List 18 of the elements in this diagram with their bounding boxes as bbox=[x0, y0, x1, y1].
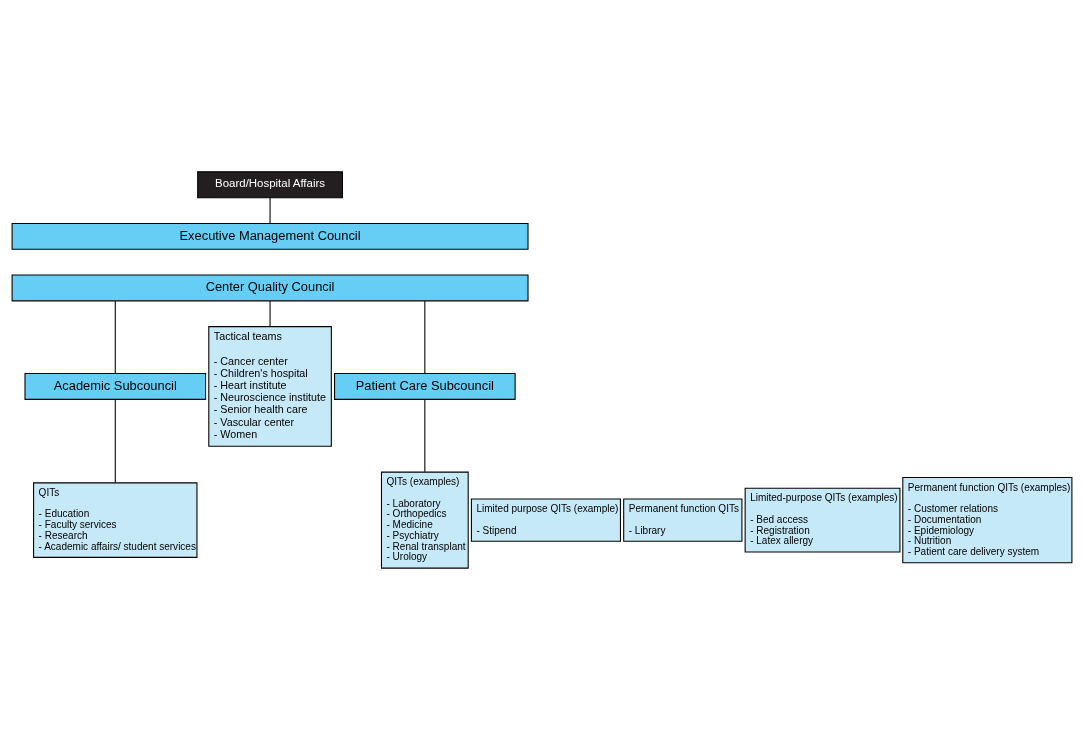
connector bbox=[114, 398, 116, 483]
node-box: Limited purpose QITs (example) - Stipend bbox=[470, 497, 621, 542]
node-box: QITs (examples) - Laboratory - Orthopedics - Medicine - Psychiatry - Renal transplant - Urology bbox=[380, 471, 469, 569]
node-box: Patient Care Subcouncil bbox=[334, 372, 516, 400]
connector bbox=[424, 300, 426, 374]
connector bbox=[114, 300, 116, 374]
node-box: Tactical teams - Cancer center - Children's hospital - Heart institute - Neuroscience institute - Senior health care - Vascular center - Women bbox=[208, 325, 332, 447]
node-box: Limited-purpose QITs (examples) - Bed access - Registration - Latex allergy bbox=[744, 487, 901, 553]
node-box: Executive Management Council bbox=[11, 222, 529, 250]
connector bbox=[424, 398, 426, 472]
node-box: Academic Subcouncil bbox=[24, 372, 207, 400]
node-box: Center Quality Council bbox=[11, 274, 529, 301]
node-box: Permanent function QITs (examples) - Customer relations - Documentation - Epidemiology - Nutrition - Patient care delivery system bbox=[902, 476, 1073, 563]
node-box: Permanent function QITs - Library bbox=[623, 497, 743, 542]
connector bbox=[269, 300, 271, 327]
node-box: QITs - Education - Faculty services - Research - Academic affairs/ student services bbox=[33, 481, 198, 558]
connector bbox=[269, 196, 271, 224]
node-box: Board/Hospital Affairs bbox=[197, 170, 343, 198]
